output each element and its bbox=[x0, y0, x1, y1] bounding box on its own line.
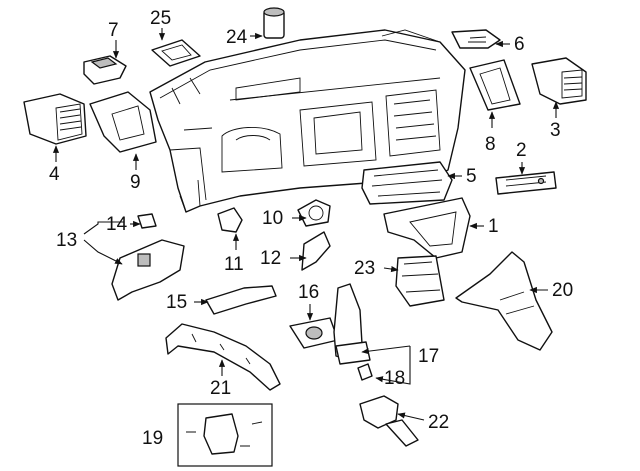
part-19-box bbox=[177, 403, 273, 467]
part-1 bbox=[383, 197, 471, 259]
part-13 bbox=[111, 239, 185, 301]
callout-6: 6 bbox=[514, 34, 525, 55]
callout-9: 9 bbox=[130, 172, 141, 193]
part-15 bbox=[205, 285, 277, 315]
part-5 bbox=[361, 161, 453, 205]
part-11 bbox=[217, 207, 243, 233]
callout-20: 20 bbox=[552, 280, 573, 301]
part-9-panel bbox=[89, 91, 157, 153]
callout-24: 24 bbox=[226, 27, 248, 48]
part-4-vent bbox=[23, 93, 87, 145]
part-10 bbox=[297, 199, 331, 227]
callout-7: 7 bbox=[108, 20, 119, 41]
part-14 bbox=[137, 213, 157, 229]
callout-16: 16 bbox=[298, 282, 319, 303]
callout-22: 22 bbox=[428, 412, 449, 433]
callout-17: 17 bbox=[418, 346, 439, 367]
callout-10: 10 bbox=[262, 208, 283, 229]
callout-1: 1 bbox=[488, 216, 499, 237]
callout-15: 15 bbox=[166, 292, 187, 313]
callout-21: 21 bbox=[210, 378, 231, 399]
part-25-bezel bbox=[151, 39, 201, 67]
part-17-console bbox=[333, 283, 371, 365]
part-23 bbox=[395, 255, 445, 307]
callout-11: 11 bbox=[224, 254, 244, 275]
callout-4: 4 bbox=[49, 164, 60, 185]
part-21 bbox=[165, 323, 281, 391]
part-7 bbox=[83, 55, 127, 85]
part-8-bezel bbox=[469, 59, 521, 111]
callout-5: 5 bbox=[466, 166, 477, 187]
part-12 bbox=[301, 231, 331, 271]
part-20 bbox=[455, 251, 553, 351]
callout-labels: 7 25 24 6 3 8 4 9 2 5 1 10 12 11 14 13 1… bbox=[49, 8, 573, 449]
callout-3: 3 bbox=[550, 120, 561, 141]
part-18 bbox=[357, 363, 373, 381]
callout-23: 23 bbox=[354, 258, 375, 279]
leader-lines bbox=[52, 28, 560, 421]
callout-19: 19 bbox=[142, 428, 163, 449]
callout-14: 14 bbox=[106, 214, 128, 235]
part-16 bbox=[289, 317, 339, 349]
part-2-control bbox=[495, 171, 557, 195]
part-6 bbox=[451, 29, 501, 49]
part-24-cup bbox=[263, 7, 285, 39]
callout-2: 2 bbox=[516, 140, 527, 161]
callout-12: 12 bbox=[260, 248, 281, 269]
callout-8: 8 bbox=[485, 134, 496, 155]
callout-13: 13 bbox=[56, 230, 77, 251]
callout-25: 25 bbox=[150, 8, 171, 29]
part-3-vent bbox=[531, 57, 587, 105]
part-22 bbox=[359, 395, 419, 447]
callout-18: 18 bbox=[384, 368, 405, 389]
